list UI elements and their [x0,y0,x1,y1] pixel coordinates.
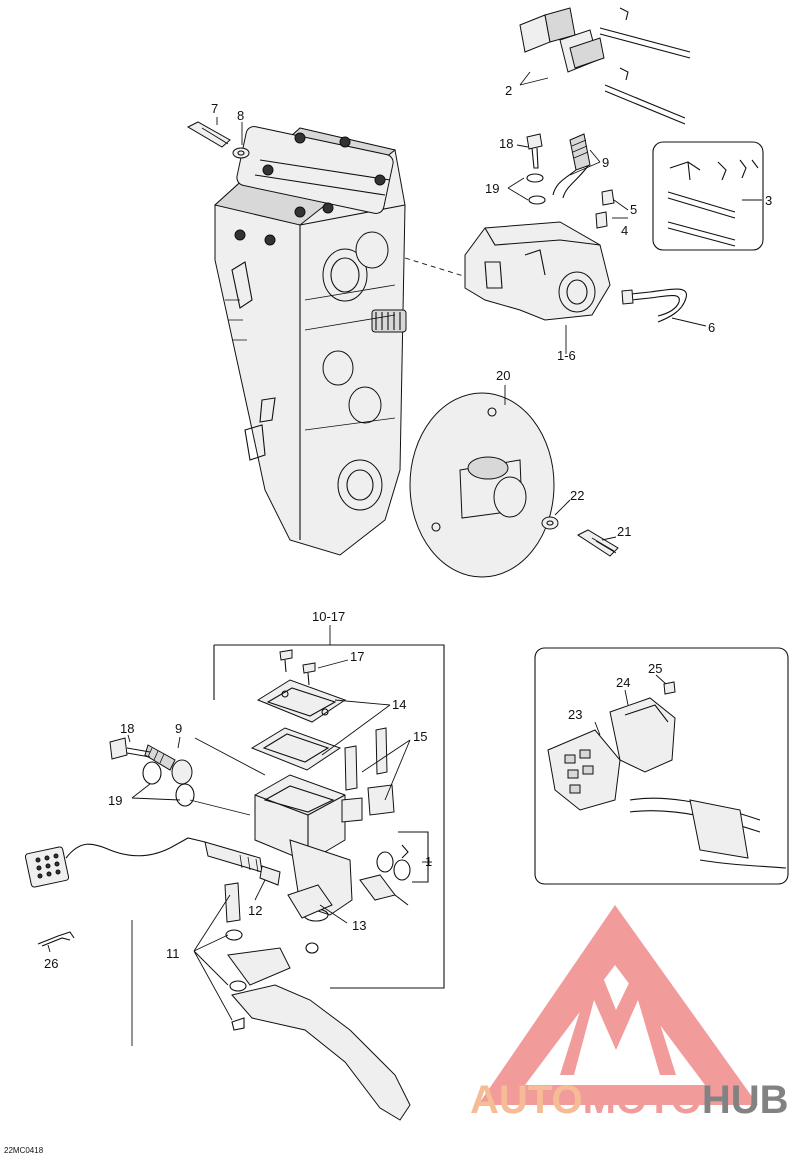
handlebar-inset [629,797,787,869]
callout-9-top: 9 [602,155,609,170]
brake-pads-2 [519,7,605,73]
inset-panel [534,647,789,885]
diaphragm-14 [250,727,342,771]
washer-8 [232,147,250,159]
sealing-washers-19-bottom [142,761,195,807]
brake-caliper [464,221,611,321]
callout-11: 11 [166,946,180,961]
bleeder-15 [341,727,395,823]
pad-pins [599,7,691,125]
callout-23: 23 [568,707,582,722]
callout-18-top: 18 [499,136,513,151]
banjo-fitting-9-bottom [144,744,193,785]
pushrod-line-2 [189,799,251,816]
callout-13: 13 [352,918,366,933]
bleeder-cap-5 [601,189,615,206]
brake-lever [224,882,411,1121]
master-cylinder-frame [213,644,445,989]
watermark-word-auto: AUTO [470,1078,583,1122]
bleeder-screw-4 [595,211,608,229]
sealing-washers-19-top [526,173,546,205]
switch-cover-24 [609,697,676,773]
drawing-code: 22MC0418 [4,1146,44,1155]
callout-6: 6 [708,320,715,335]
terminal-26 [37,931,75,947]
screw-25 [663,681,676,695]
piston-12 [204,841,281,886]
callout-1: 1 [425,854,432,869]
banjo-bolt-18-bottom [109,737,151,760]
callout-15: 15 [413,729,427,744]
callout-19-top: 19 [485,181,499,196]
watermark-word-hub: HUB [702,1078,789,1122]
master-cylinder-body [254,774,353,922]
watermark-word-moto: MOTO [583,1078,702,1122]
callout-19-bottom: 19 [108,793,122,808]
callout-17: 17 [350,649,364,664]
alignment-line [404,257,471,279]
reservoir-cap-14 [256,679,347,723]
brake-switch-wire [24,837,206,888]
clamp-13 [287,884,333,954]
callout-5: 5 [630,202,637,217]
callout-12: 12 [248,903,262,918]
banjo-bolt-18-top [526,133,543,169]
pushrod-line [194,737,266,776]
callout-8: 8 [237,108,244,123]
switch-housing-23 [547,729,621,811]
callout-4: 4 [621,223,628,238]
leader-lines [47,71,762,1021]
callout-22: 22 [570,488,584,503]
callout-labels: 2 7 8 18 9 19 3 5 4 6 1-6 20 22 21 10-17… [4,83,772,1155]
callout-9-bottom: 9 [175,721,182,736]
callout-3: 3 [765,193,772,208]
brake-hose-6 [621,288,687,323]
watermark-m-shape [560,960,676,1075]
callout-25: 25 [648,661,662,676]
callout-7: 7 [211,101,218,116]
watermark-logo: AUTOMOTOHUB [470,905,789,1122]
callout-26: 26 [44,956,58,971]
brake-disc-20 [409,392,555,578]
bolt-7 [186,121,231,148]
screws-17 [279,649,316,686]
banjo-fitting-9-top [552,133,591,199]
callout-1-6: 1-6 [557,348,576,363]
callout-21: 21 [617,524,631,539]
callout-24: 24 [616,675,630,690]
watermark-text: AUTOMOTOHUB [470,1078,789,1122]
callout-2: 2 [505,83,512,98]
washer-22 [541,516,559,530]
hardware-kit-3 [652,141,764,251]
watermark-triangle [478,905,758,1105]
callout-14: 14 [392,697,406,712]
seal-kit-1 [359,831,429,906]
callout-20: 20 [496,368,510,383]
bolt-21 [576,529,619,557]
callout-10-17: 10-17 [312,609,345,624]
callout-18-bottom: 18 [120,721,134,736]
gearbox-housing [213,126,407,556]
